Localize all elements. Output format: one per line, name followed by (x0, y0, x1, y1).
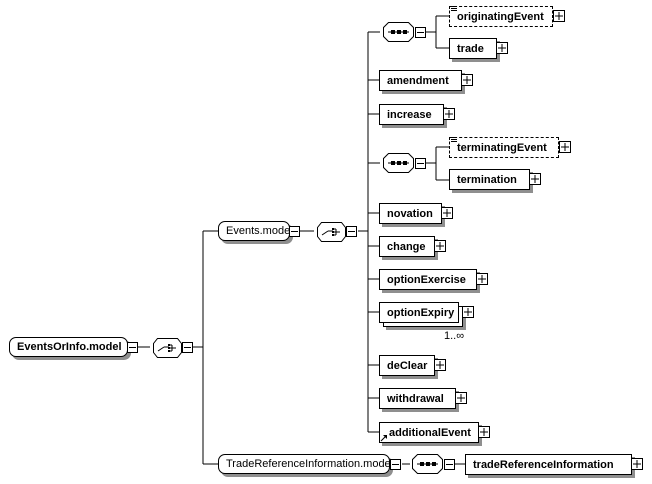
expand-plus-icon[interactable] (461, 74, 473, 86)
element-label: trade (457, 42, 484, 55)
expand-plus-icon[interactable] (553, 10, 565, 22)
expand-plus-icon[interactable] (496, 42, 508, 54)
expand-plus-icon[interactable] (434, 359, 446, 371)
element-additional-event[interactable]: additionalEvent (379, 422, 479, 443)
element-label: change (387, 240, 426, 253)
expand-plus-icon[interactable] (443, 108, 455, 120)
expand-plus-icon[interactable] (462, 306, 474, 318)
sequence-collapse-toggle[interactable] (415, 158, 426, 169)
events-choice-compositor-icon[interactable] (312, 222, 348, 242)
group-trade-reference-information-model[interactable]: TradeReferenceInformation.model (218, 454, 394, 474)
expand-plus-icon[interactable] (631, 458, 643, 470)
choice-compositor-icon[interactable] (148, 338, 184, 358)
sequence-compositor-icon[interactable] (379, 153, 417, 173)
list-icon (451, 6, 457, 11)
element-label: optionExpiry (387, 306, 455, 319)
group-events-model[interactable]: Events.model (218, 221, 293, 241)
element-withdrawal[interactable]: withdrawal (379, 388, 456, 409)
element-increase[interactable]: increase (379, 104, 444, 125)
element-change[interactable]: change (379, 236, 435, 257)
element-label: amendment (387, 74, 449, 87)
list-icon (451, 137, 457, 142)
element-label: optionExercise (387, 273, 466, 286)
events-choice-collapse-toggle[interactable] (346, 226, 357, 237)
element-label: deClear (387, 359, 428, 372)
element-terminating-event[interactable]: terminatingEvent (449, 137, 559, 158)
expand-plus-icon[interactable] (455, 392, 467, 404)
element-label: terminatingEvent (457, 141, 547, 154)
element-label: novation (387, 207, 433, 220)
group-trade-ref-label: TradeReferenceInformation.model (226, 458, 394, 470)
element-label: originatingEvent (457, 10, 544, 23)
expand-plus-icon[interactable] (559, 141, 571, 153)
trade-ref-expand-toggle[interactable] (390, 459, 401, 470)
element-option-exercise[interactable]: optionExercise (379, 269, 477, 290)
sequence-collapse-toggle[interactable] (415, 27, 426, 38)
element-label: withdrawal (387, 392, 444, 405)
sequence-collapse-toggle[interactable] (444, 459, 455, 470)
element-label: increase (387, 108, 432, 121)
events-model-expand-toggle[interactable] (289, 226, 300, 237)
element-amendment[interactable]: amendment (379, 70, 462, 91)
element-option-expiry[interactable]: optionExpiry (379, 302, 459, 323)
group-events-model-label: Events.model (226, 225, 293, 237)
element-label: additionalEvent (389, 426, 471, 439)
element-label: termination (457, 173, 517, 186)
root-group-label: EventsOrInfo.model (17, 341, 122, 353)
element-novation[interactable]: novation (379, 203, 442, 224)
root-expand-toggle[interactable] (127, 342, 138, 353)
reference-arrow-icon (380, 435, 387, 442)
element-de-clear[interactable]: deClear (379, 355, 435, 376)
element-trade-reference-information[interactable]: tradeReferenceInformation (465, 454, 632, 475)
expand-plus-icon[interactable] (476, 273, 488, 285)
expand-plus-icon[interactable] (529, 173, 541, 185)
element-originating-event[interactable]: originatingEvent (449, 6, 553, 27)
expand-plus-icon[interactable] (478, 426, 490, 438)
element-termination[interactable]: termination (449, 169, 530, 190)
sequence-compositor-icon[interactable] (408, 454, 446, 474)
option-expiry-cardinality: 1..∞ (444, 330, 465, 342)
choice-collapse-toggle[interactable] (182, 342, 193, 353)
sequence-compositor-icon[interactable] (379, 22, 417, 42)
root-group-eventsorinfo-model[interactable]: EventsOrInfo.model (9, 337, 128, 357)
element-trade[interactable]: trade (449, 38, 497, 59)
expand-plus-icon[interactable] (434, 240, 446, 252)
expand-plus-icon[interactable] (441, 207, 453, 219)
element-label: tradeReferenceInformation (473, 458, 614, 471)
